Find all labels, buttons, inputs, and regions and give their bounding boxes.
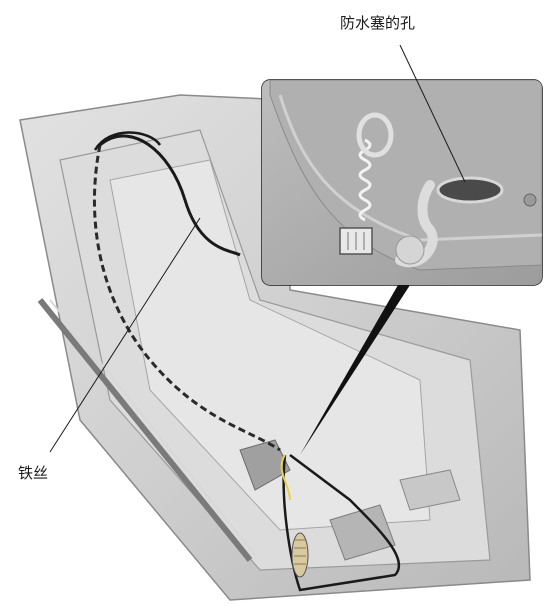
- label-plug-hole: 防水塞的孔: [340, 12, 415, 33]
- inset-magnified: [262, 80, 542, 285]
- label-wire: 铁丝: [18, 462, 48, 483]
- hood-hole: [438, 178, 502, 202]
